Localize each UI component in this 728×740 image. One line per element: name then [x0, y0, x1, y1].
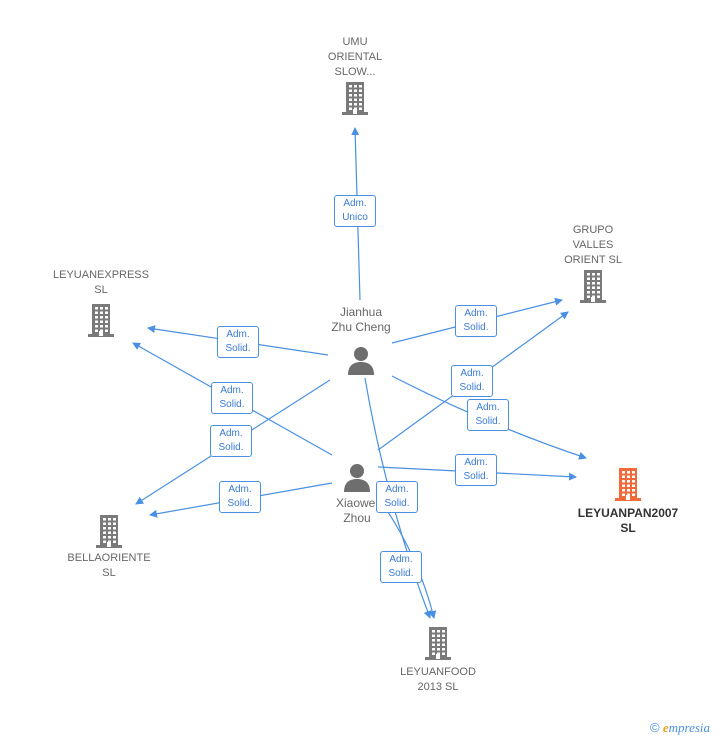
building-icon: [96, 515, 122, 548]
relation-badge[interactable]: Adm. Solid.: [217, 326, 259, 358]
person-icon: [344, 464, 370, 492]
relation-badge[interactable]: Adm. Solid.: [211, 382, 253, 414]
company-bellaoriente[interactable]: BELLAORIENTE SL: [49, 513, 169, 581]
person-jianhua[interactable]: Jianhua Zhu Cheng: [316, 305, 406, 375]
company-umu[interactable]: UMU ORIENTAL SLOW...: [295, 35, 415, 116]
person-name: Jianhua Zhu Cheng: [331, 305, 391, 334]
company-name: GRUPO VALLES ORIENT SL: [564, 224, 622, 266]
relation-badge[interactable]: Adm. Unico: [334, 195, 376, 227]
brand-logo-text: mpresia: [668, 720, 711, 735]
company-leyuanfood[interactable]: LEYUANFOOD 2013 SL: [378, 625, 498, 695]
relation-badge[interactable]: Adm. Solid.: [380, 551, 422, 583]
relation-badge[interactable]: Adm. Solid.: [455, 305, 497, 337]
company-name: LEYUANEXPRESS SL: [53, 269, 149, 296]
relation-badge[interactable]: Adm. Solid.: [451, 365, 493, 397]
company-name: LEYUANPAN2007 SL: [577, 506, 679, 535]
company-leyuanpan[interactable]: LEYUANPAN2007 SL: [568, 466, 688, 536]
building-icon: [615, 468, 641, 501]
building-icon: [580, 270, 606, 303]
building-icon: [342, 82, 368, 115]
company-name: UMU ORIENTAL SLOW...: [327, 36, 383, 78]
brand-footer[interactable]: © empresia: [650, 720, 710, 736]
company-name: LEYUANFOOD 2013 SL: [400, 666, 476, 693]
brand-logo-letter: e: [662, 720, 669, 735]
person-xiaowei[interactable]: Xiaowei Zhou: [312, 462, 402, 526]
relation-badge[interactable]: Adm. Solid.: [467, 399, 509, 431]
copyright-symbol: ©: [650, 720, 660, 735]
person-icon: [348, 347, 374, 375]
person-name: Xiaowei Zhou: [335, 496, 379, 525]
relation-badge[interactable]: Adm. Solid.: [210, 425, 252, 457]
company-leyuanexpress[interactable]: LEYUANEXPRESS SL: [41, 268, 161, 338]
company-name: BELLAORIENTE SL: [67, 552, 151, 579]
relation-badge[interactable]: Adm. Solid.: [455, 454, 497, 486]
relation-badge[interactable]: Adm. Solid.: [219, 481, 261, 513]
relation-badge[interactable]: Adm. Solid.: [376, 481, 418, 513]
company-grupo[interactable]: GRUPO VALLES ORIENT SL: [533, 223, 653, 304]
building-icon: [425, 627, 451, 660]
building-icon: [88, 304, 114, 337]
